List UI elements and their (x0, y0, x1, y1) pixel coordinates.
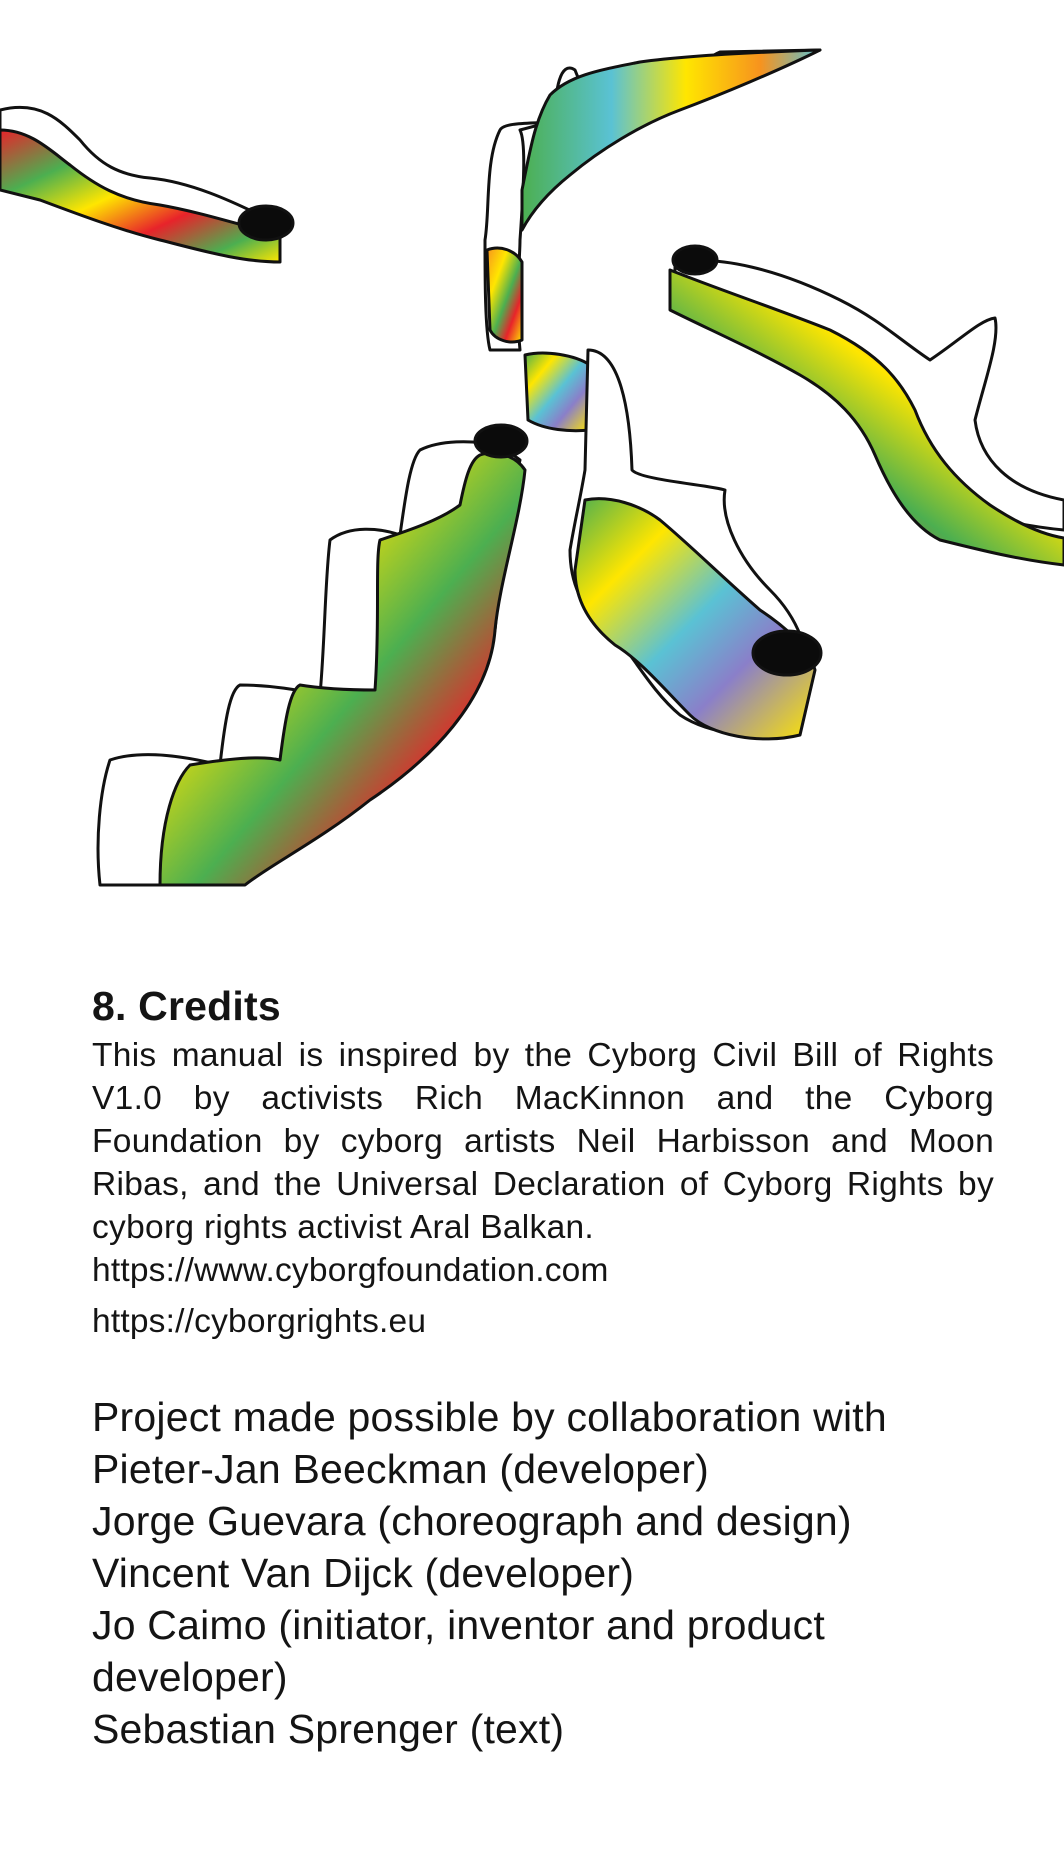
colorful-ribbon-illustration (0, 48, 1064, 887)
credits-section: 8. Credits This manual is inspired by th… (92, 982, 994, 1755)
list-item: Jo Caimo (initiator, inventor and produc… (92, 1602, 825, 1700)
cyborg-rights-link[interactable]: https://cyborgrights.eu (92, 1303, 427, 1340)
collaboration-list: Project made possible by collaboration w… (92, 1391, 994, 1755)
credits-intro-paragraph: This manual is inspired by the Cyborg Ci… (92, 1037, 994, 1246)
collaboration-title: Project made possible by collaboration w… (92, 1394, 887, 1440)
ribbon-bottom-left (96, 423, 529, 887)
list-item: Jorge Guevara (choreograph and design) (92, 1498, 852, 1544)
cyborg-foundation-link[interactable]: https://www.cyborgfoundation.com (92, 1252, 609, 1289)
list-item: Sebastian Sprenger (text) (92, 1706, 565, 1752)
credits-heading: 8. Credits (92, 983, 281, 1029)
ribbon-top-center (483, 48, 823, 741)
list-item: Pieter-Jan Beeckman (developer) (92, 1446, 709, 1492)
ribbon-right (668, 244, 1064, 567)
list-item: Vincent Van Dijck (developer) (92, 1550, 635, 1596)
ribbon-top-left (0, 105, 295, 264)
